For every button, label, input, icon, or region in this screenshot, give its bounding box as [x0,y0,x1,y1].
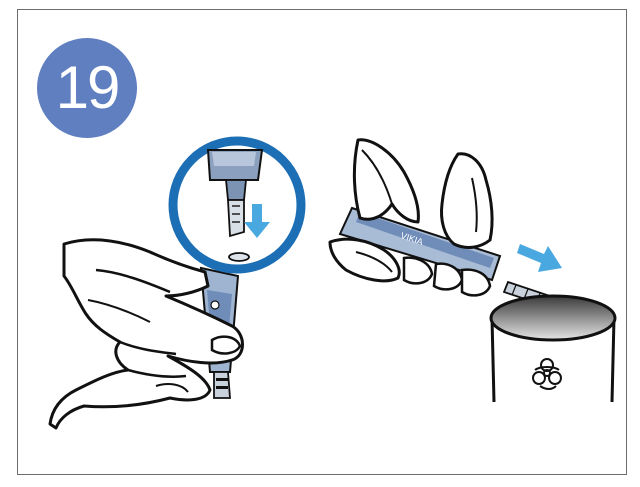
right-hands-with-pen: VIKIA [330,140,500,296]
sharps-container [491,296,615,402]
arrow-icon [517,244,562,272]
biohazard-icon [533,359,561,389]
zoom-inset [173,141,301,269]
